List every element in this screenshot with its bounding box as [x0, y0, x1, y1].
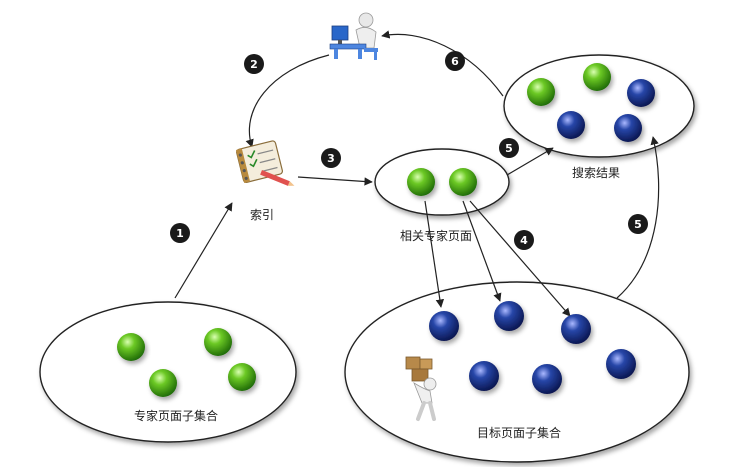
step-number-2: 2	[250, 58, 258, 71]
person-carrying-boxes-icon	[405, 356, 437, 421]
target-subset-label: 目标页面子集合	[477, 425, 561, 440]
result-node-green	[527, 78, 555, 106]
arrow-step-1	[174, 202, 233, 299]
result-node-blue	[627, 79, 655, 107]
search-results-label: 搜索结果	[572, 165, 620, 180]
target-page-node	[469, 361, 499, 391]
person-at-computer-icon	[329, 12, 378, 60]
step-number-4: 4	[520, 234, 528, 247]
related-pages-label: 相关专家页面	[400, 228, 472, 243]
target-page-node	[532, 364, 562, 394]
result-node-blue	[557, 111, 585, 139]
arrow-step-4a	[424, 200, 445, 308]
step-badge-6: 6	[445, 51, 465, 71]
index-label: 索引	[250, 208, 274, 222]
step-number-5b: 5	[634, 218, 642, 231]
arrow-step-2	[245, 54, 330, 148]
expert-subset-label: 专家页面子集合	[134, 408, 218, 423]
expert-page-node	[149, 369, 177, 397]
arrow-step-6	[381, 30, 504, 97]
step-badge-5a: 5	[499, 138, 519, 158]
notebook-checklist-icon	[236, 140, 284, 183]
step-number-6: 6	[451, 55, 459, 68]
result-node-green	[583, 63, 611, 91]
expert-page-node	[228, 363, 256, 391]
arrow-step-3	[297, 176, 373, 186]
related-pages-ellipse	[374, 148, 510, 216]
arrow-step-5b	[616, 136, 660, 299]
step-badge-5b: 5	[628, 214, 648, 234]
pencil-icon	[260, 170, 295, 186]
target-page-node	[606, 349, 636, 379]
step-badge-3: 3	[321, 148, 341, 168]
related-expert-node	[407, 168, 435, 196]
arrow-step-4b	[462, 200, 502, 302]
step-number-5a: 5	[505, 142, 513, 155]
related-expert-node	[449, 168, 477, 196]
target-page-node	[561, 314, 591, 344]
target-page-node	[429, 311, 459, 341]
step-badge-2: 2	[244, 54, 264, 74]
step-badge-1: 1	[170, 223, 190, 243]
expert-page-node	[117, 333, 145, 361]
step-number-3: 3	[327, 152, 335, 165]
arrow-step-4c	[469, 200, 571, 317]
expert-page-node	[204, 328, 232, 356]
result-node-blue	[614, 114, 642, 142]
step-badge-4: 4	[514, 230, 534, 250]
step-number-1: 1	[176, 227, 184, 240]
target-page-node	[494, 301, 524, 331]
arrow-step-5a	[506, 147, 554, 176]
